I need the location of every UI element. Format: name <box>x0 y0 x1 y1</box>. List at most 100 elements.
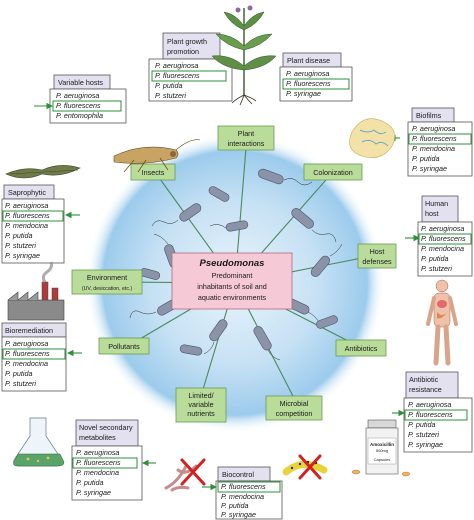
node-antibiotics: Antibiotics <box>335 339 387 357</box>
svg-text:P. aeruginosa: P. aeruginosa <box>155 61 198 70</box>
svg-text:metabolites: metabolites <box>79 433 116 442</box>
factory-illustration <box>7 261 65 321</box>
svg-text:P. mendocina: P. mendocina <box>421 244 464 253</box>
svg-text:P. fluorescens: P. fluorescens <box>155 71 200 80</box>
svg-text:P. mendocina: P. mendocina <box>5 359 48 368</box>
x-mark-icon <box>298 454 322 480</box>
svg-text:Plant disease: Plant disease <box>287 56 330 65</box>
svg-text:P. mendocina: P. mendocina <box>76 468 119 477</box>
flask-illustration <box>13 417 65 467</box>
center-line-2: inhabitants of soil and <box>197 282 267 291</box>
svg-text:Environment: Environment <box>87 273 127 282</box>
svg-text:P. putida: P. putida <box>5 369 32 378</box>
group-saprophytic: Saprophytic P. aeruginosa P. fluorescens… <box>1 184 65 264</box>
svg-text:P. putida: P. putida <box>76 478 103 487</box>
svg-text:Plant: Plant <box>238 129 254 138</box>
human-body-illustration <box>426 279 458 366</box>
group-plant-disease: Plant disease P. aeruginosa P. fluoresce… <box>279 52 353 102</box>
svg-text:P. fluorescens: P. fluorescens <box>76 458 121 467</box>
svg-text:Limited/: Limited/ <box>188 391 213 400</box>
node-limited-nutrients: Limited/ variable nutrients <box>175 387 227 423</box>
svg-text:defenses: defenses <box>362 257 392 266</box>
group-variable-hosts: Variable hosts P. aeruginosa P. fluoresc… <box>49 74 127 124</box>
svg-text:P. fluorescens: P. fluorescens <box>421 234 466 243</box>
svg-text:variable: variable <box>188 400 213 409</box>
center-box: Pseudomonas Predominant inhabitants of s… <box>171 252 293 310</box>
svg-text:P. syringae: P. syringae <box>412 164 447 173</box>
svg-text:Human: Human <box>425 199 448 208</box>
svg-text:P. fluorescens: P. fluorescens <box>412 134 457 143</box>
svg-text:P. putida: P. putida <box>421 254 448 263</box>
group-novel-metabolites: Novel secondary metabolites P. aeruginos… <box>71 419 143 501</box>
group-antibiotic-resistance: Antibiotic resistance P. aeruginosa P. f… <box>403 371 473 453</box>
svg-text:P. mendocina: P. mendocina <box>412 144 455 153</box>
plant-illustration <box>211 5 277 106</box>
svg-text:P. stutzeri: P. stutzeri <box>155 91 186 100</box>
svg-text:P. stutzeri: P. stutzeri <box>421 264 452 273</box>
fungus-illustration <box>164 464 198 492</box>
svg-text:P. fluorescens: P. fluorescens <box>5 211 50 220</box>
group-biocontrol: Biocontrol P. fluorescens P. mendocina P… <box>215 466 283 520</box>
pill-bottle-illustration: Amoxicillin 500mg Capsules <box>351 419 411 477</box>
svg-text:P. aeruginosa: P. aeruginosa <box>286 69 329 78</box>
svg-text:P. mendocina: P. mendocina <box>5 221 48 230</box>
group-biofilms: Biofilms P. aeruginosa P. fluorescens P.… <box>407 107 473 177</box>
svg-text:P. stutzeri: P. stutzeri <box>408 430 439 439</box>
svg-text:P. putida: P. putida <box>155 81 182 90</box>
node-pollutants: Pollutants <box>98 337 150 355</box>
node-insects: Insects <box>130 163 176 181</box>
svg-text:Colonization: Colonization <box>313 168 353 177</box>
svg-text:P. fluorescens: P. fluorescens <box>286 79 331 88</box>
center-title: Pseudomonas <box>200 258 265 269</box>
svg-text:P. aeruginosa: P. aeruginosa <box>421 224 464 233</box>
svg-text:Variable hosts: Variable hosts <box>58 78 103 87</box>
node-colonization: Colonization <box>303 163 363 181</box>
svg-text:Saprophytic: Saprophytic <box>8 188 46 197</box>
leaf-litter-illustration <box>5 165 81 179</box>
svg-text:P. entomophila: P. entomophila <box>56 111 103 120</box>
center-line-1: Predominant <box>212 271 253 280</box>
svg-text:P. aeruginosa: P. aeruginosa <box>5 339 48 348</box>
bottle-brand: Amoxicillin <box>370 442 394 447</box>
svg-text:P. putida: P. putida <box>408 420 435 429</box>
svg-text:P. mendocina: P. mendocina <box>221 492 264 501</box>
svg-text:P. fluorescens: P. fluorescens <box>221 482 266 491</box>
svg-text:resistance: resistance <box>409 385 442 394</box>
group-human-host: Human host P. aeruginosa P. fluorescens … <box>417 195 473 277</box>
node-host-defenses: Host defenses <box>357 243 397 269</box>
svg-text:P. syringae: P. syringae <box>286 89 321 98</box>
svg-text:Antibiotics: Antibiotics <box>345 344 378 353</box>
group-bioremediation: Bioremediation P. aeruginosa P. fluoresc… <box>1 322 67 392</box>
svg-text:P. stutzeri: P. stutzeri <box>5 241 36 250</box>
bottle-form: Capsules <box>374 457 391 462</box>
caterpillar-illustration <box>282 460 328 476</box>
svg-text:P. putida: P. putida <box>5 231 32 240</box>
svg-text:Pollutants: Pollutants <box>108 342 140 351</box>
svg-text:promotion: promotion <box>167 47 199 56</box>
svg-text:Biocontrol: Biocontrol <box>222 470 254 479</box>
svg-text:P. aeruginosa: P. aeruginosa <box>412 124 455 133</box>
svg-text:competition: competition <box>276 409 313 418</box>
x-mark-icon <box>180 458 206 486</box>
svg-text:P. aeruginosa: P. aeruginosa <box>56 91 99 100</box>
svg-text:P. aeruginosa: P. aeruginosa <box>76 448 119 457</box>
svg-text:P. putida: P. putida <box>221 501 248 510</box>
svg-text:P. aeruginosa: P. aeruginosa <box>5 201 48 210</box>
svg-text:Bioremediation: Bioremediation <box>5 326 53 335</box>
svg-text:P. fluorescens: P. fluorescens <box>56 101 101 110</box>
svg-text:Novel secondary: Novel secondary <box>79 423 133 432</box>
bacteria <box>129 168 343 361</box>
svg-text:Microbial: Microbial <box>280 399 309 408</box>
svg-text:host: host <box>425 209 439 218</box>
group-plant-growth: Plant growth promotion P. aeruginosa P. … <box>148 32 233 102</box>
svg-text:interactions: interactions <box>228 139 265 148</box>
svg-text:P. syringae: P. syringae <box>76 488 111 497</box>
svg-text:Antibiotic: Antibiotic <box>409 375 439 384</box>
biofilm-illustration <box>349 118 395 158</box>
svg-text:P. putida: P. putida <box>412 154 439 163</box>
svg-text:nutrients: nutrients <box>187 409 215 418</box>
svg-text:P. fluorescens: P. fluorescens <box>408 410 453 419</box>
node-environment: Environment (UV, desiccation, etc.) <box>71 269 143 295</box>
svg-text:P. syringae: P. syringae <box>221 510 256 519</box>
